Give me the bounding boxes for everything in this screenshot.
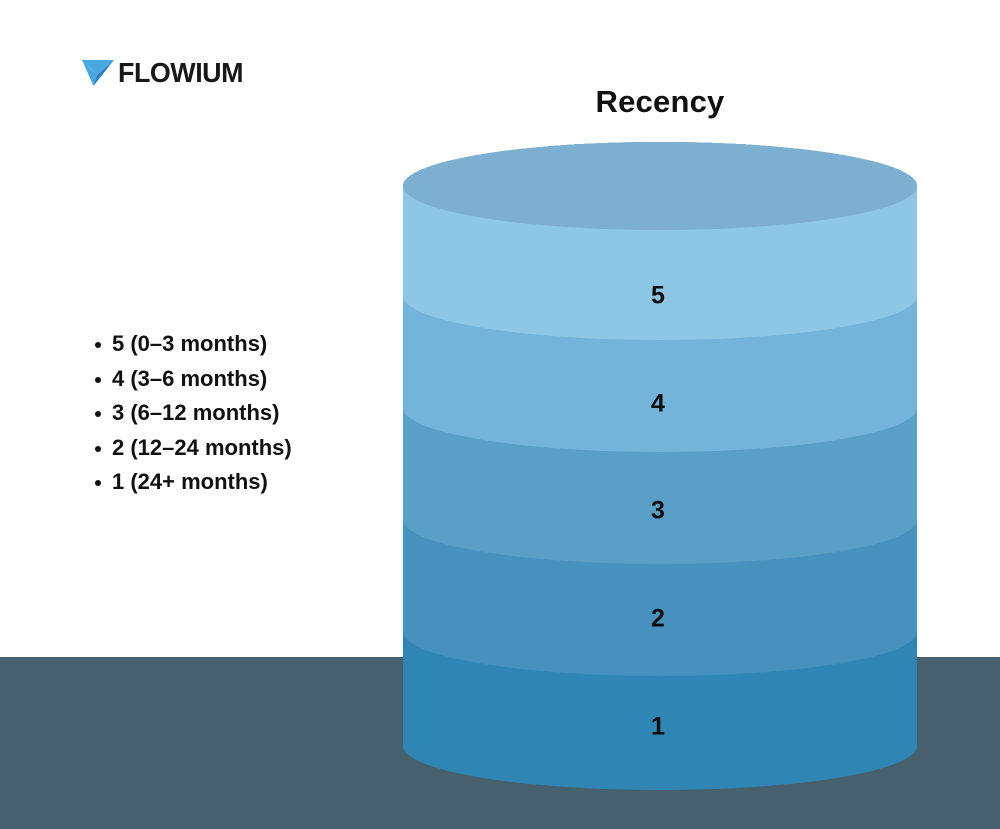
flowium-triangle-logo-icon <box>82 60 114 86</box>
segment-label-5: 5 <box>651 282 665 310</box>
cylinder-svg: 5 4 3 2 1 <box>403 142 917 790</box>
segment-label-2: 2 <box>651 605 665 633</box>
flowium-wordmark: FLOWIUM <box>118 57 244 88</box>
cylinder-top-cap <box>403 142 917 230</box>
list-item: 5 (0–3 months) <box>95 327 412 362</box>
segment-label-1: 1 <box>651 713 665 741</box>
list-item: 3 (6–12 months) <box>95 396 412 431</box>
legend-list: 5 (0–3 months) 4 (3–6 months) 3 (6–12 mo… <box>90 327 412 500</box>
list-item: 1 (24+ months) <box>95 465 412 500</box>
recency-cylinder-chart: 5 4 3 2 1 <box>403 142 917 790</box>
segment-label-4: 4 <box>651 390 665 418</box>
list-item: 2 (12–24 months) <box>95 431 412 466</box>
list-item: 4 (3–6 months) <box>95 362 412 397</box>
page-title: Recency <box>595 84 725 119</box>
flowium-logo: FLOWIUM <box>82 56 248 90</box>
segment-label-3: 3 <box>651 497 665 525</box>
